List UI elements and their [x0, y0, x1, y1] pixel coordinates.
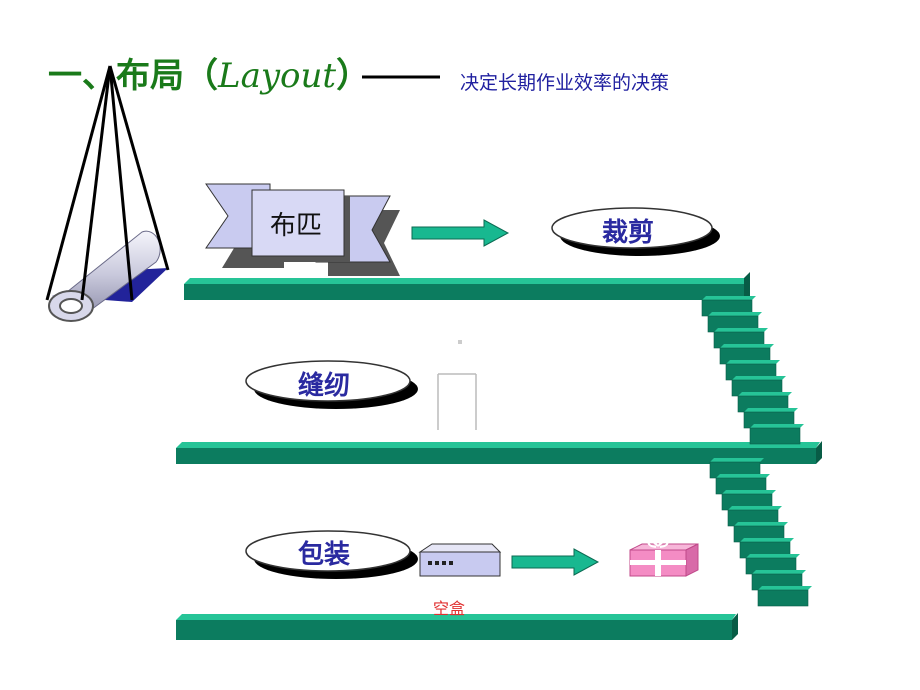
empty-box-icon — [418, 543, 502, 577]
stair-step-top — [710, 458, 764, 462]
fabric-banner — [205, 183, 400, 276]
platform-1 — [184, 272, 750, 300]
packing-label: 包装 — [298, 540, 351, 570]
empty-box-label: 空盒 — [433, 599, 466, 618]
cutting-label: 裁剪 — [602, 218, 655, 248]
stair-step-front — [749, 427, 801, 445]
packing-ellipse — [245, 530, 418, 579]
stair-step-top — [708, 312, 762, 316]
gift-box-icon — [629, 540, 699, 577]
arrow-box-to-gift — [511, 548, 600, 576]
stair-step-top — [758, 586, 812, 590]
stair-step-top — [738, 392, 792, 396]
stair-step-top — [746, 554, 800, 558]
fabric-roll-icon — [45, 65, 170, 322]
stair-step-top — [740, 538, 794, 542]
platform-2 — [176, 441, 822, 464]
stair-step-top — [752, 570, 806, 574]
sewing-label: 缝纫 — [298, 371, 351, 401]
page-subtitle: 决定长期作业效率的决策 — [460, 72, 670, 94]
staircase-2 — [709, 458, 812, 607]
stair-step-top — [734, 522, 788, 526]
stair-step-top — [702, 296, 756, 300]
arrow-fabric-to-cutting — [411, 219, 510, 247]
platform-3 — [176, 613, 738, 640]
staircase-1 — [701, 296, 804, 445]
stair-step-top — [720, 344, 774, 348]
blank-frame — [437, 340, 477, 430]
page-title: 一、布局（Layout） — [48, 56, 371, 96]
stair-step-top — [732, 376, 786, 380]
fabric-label: 布匹 — [270, 211, 323, 241]
stair-step-top — [750, 424, 804, 428]
stair-step-top — [728, 506, 782, 510]
stair-step-top — [716, 474, 770, 478]
stair-step-top — [726, 360, 780, 364]
stair-step-top — [714, 328, 768, 332]
stair-step-top — [744, 408, 798, 412]
cutting-ellipse — [551, 207, 720, 256]
stair-step-top — [722, 490, 776, 494]
sewing-ellipse — [245, 360, 418, 409]
stair-step-front — [757, 589, 809, 607]
